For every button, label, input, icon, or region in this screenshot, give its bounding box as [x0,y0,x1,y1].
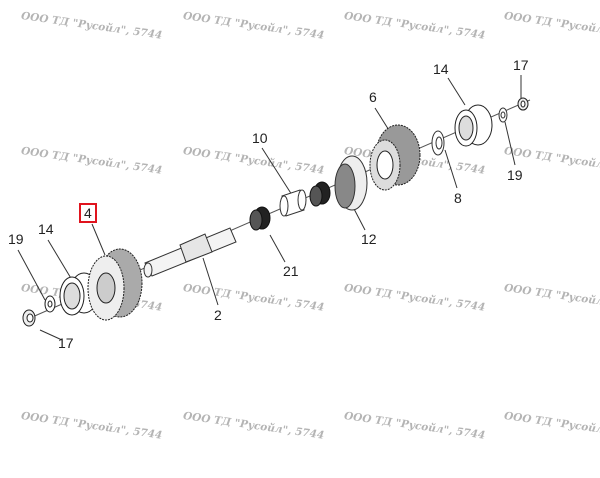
washer-8 [431,130,445,156]
ring-17-right [517,97,529,111]
callout-12[interactable]: 12 [361,231,377,247]
callout-10[interactable]: 10 [252,130,268,146]
callout-17[interactable]: 17 [58,335,74,351]
washer-19-left [44,295,56,313]
callout-14[interactable]: 14 [433,61,449,77]
bushing-10 [279,189,307,217]
needle-bearing-21 [249,206,271,231]
ring-17-left [22,309,36,327]
callout-8[interactable]: 8 [454,190,462,206]
callout-17[interactable]: 17 [513,57,529,73]
callout-4-highlighted[interactable]: 4 [79,203,97,223]
callout-19[interactable]: 19 [8,231,24,247]
callout-2[interactable]: 2 [214,307,222,323]
shaft-2 [143,227,237,278]
bearing-14-right [454,104,493,147]
needle-bearing [309,181,331,207]
callout-19[interactable]: 19 [507,167,523,183]
gear-4 [87,248,143,321]
washer-19-right [498,107,508,123]
callout-14[interactable]: 14 [38,221,54,237]
callout-6[interactable]: 6 [369,89,377,105]
gear-6 [369,124,421,191]
callout-21[interactable]: 21 [283,263,299,279]
clutch-ring-12 [334,155,368,211]
